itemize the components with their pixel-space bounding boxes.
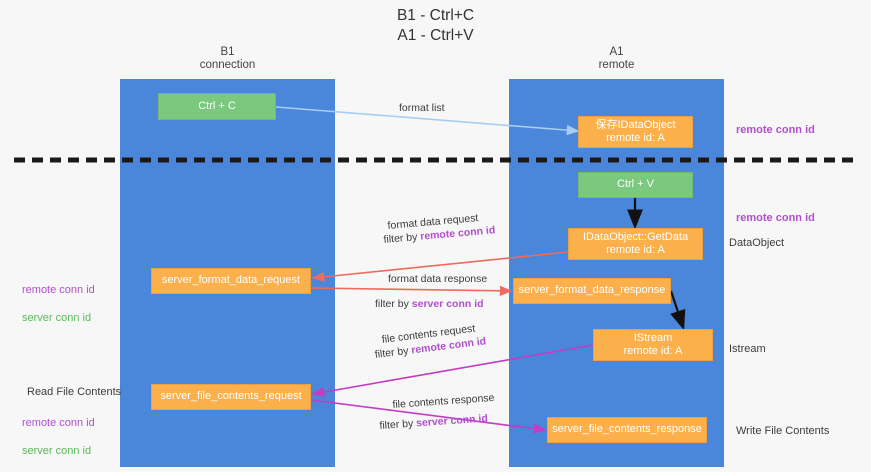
arrow-file-contents-request [311, 344, 594, 398]
node-server-file-contents-request[interactable]: server_file_contents_request [151, 384, 311, 410]
page-title: B1 - Ctrl+C A1 - Ctrl+V [396, 7, 475, 44]
filter-prefix: filter by [379, 417, 417, 432]
annotation-server-conn-id-left: server conn id [22, 312, 92, 324]
annotation-write-file-contents: Write File Contents [736, 425, 830, 437]
swimlane-header-a1: A1 remote [598, 46, 635, 71]
arrow-format-list [275, 106, 580, 136]
annotation-left-conn-ids-lower: remote conn id server conn id [22, 402, 95, 472]
annotation-istream: Istream [729, 343, 766, 355]
annotation-remote-conn-id-left: remote conn id [22, 284, 95, 296]
node-server-file-contents-response[interactable]: server_file_contents_response [547, 417, 707, 443]
edge-label-format-data-response: format data response [388, 273, 488, 285]
arrow-file-contents-response [310, 399, 547, 434]
annotation-read-file-contents: Read File Contents [27, 386, 122, 398]
edge-label-format-list: format list [399, 102, 445, 114]
annotation-remote-conn-id-top: remote conn id [736, 124, 815, 136]
filter-value-server-conn-id: server conn id [411, 298, 484, 310]
filter-prefix: filter by [375, 298, 412, 310]
node-server-format-data-response[interactable]: server_format_data_response [513, 278, 671, 304]
annotation-remote-conn-id-mid: remote conn id [736, 212, 815, 224]
node-ctrl-v[interactable]: Ctrl + V [578, 172, 693, 198]
arrow-format-data-response [310, 285, 513, 296]
arrow-format-data-request [311, 251, 569, 282]
swimlane-header-b1: B1 connection [199, 46, 256, 71]
edge-label-format-data-response-filter: filter by server conn id [375, 297, 484, 311]
node-idataobject-getdata[interactable]: IDataObject::GetData remote id: A [568, 228, 703, 260]
annotation-server-conn-id-left-2: server conn id [22, 445, 92, 457]
annotation-left-conn-ids-upper: remote conn id server conn id [22, 269, 95, 339]
arrow-response-to-istream [669, 290, 686, 331]
node-istream[interactable]: IStream remote id: A [593, 329, 713, 361]
filter-prefix: filter by [383, 230, 421, 246]
node-save-idataobject[interactable]: 保存IDataObject remote id: A [578, 116, 693, 148]
annotation-dataobject: DataObject [729, 237, 785, 249]
node-ctrl-c[interactable]: Ctrl + C [158, 93, 276, 120]
annotation-remote-conn-id-left-2: remote conn id [22, 417, 95, 429]
node-server-format-data-request[interactable]: server_format_data_request [151, 268, 311, 294]
